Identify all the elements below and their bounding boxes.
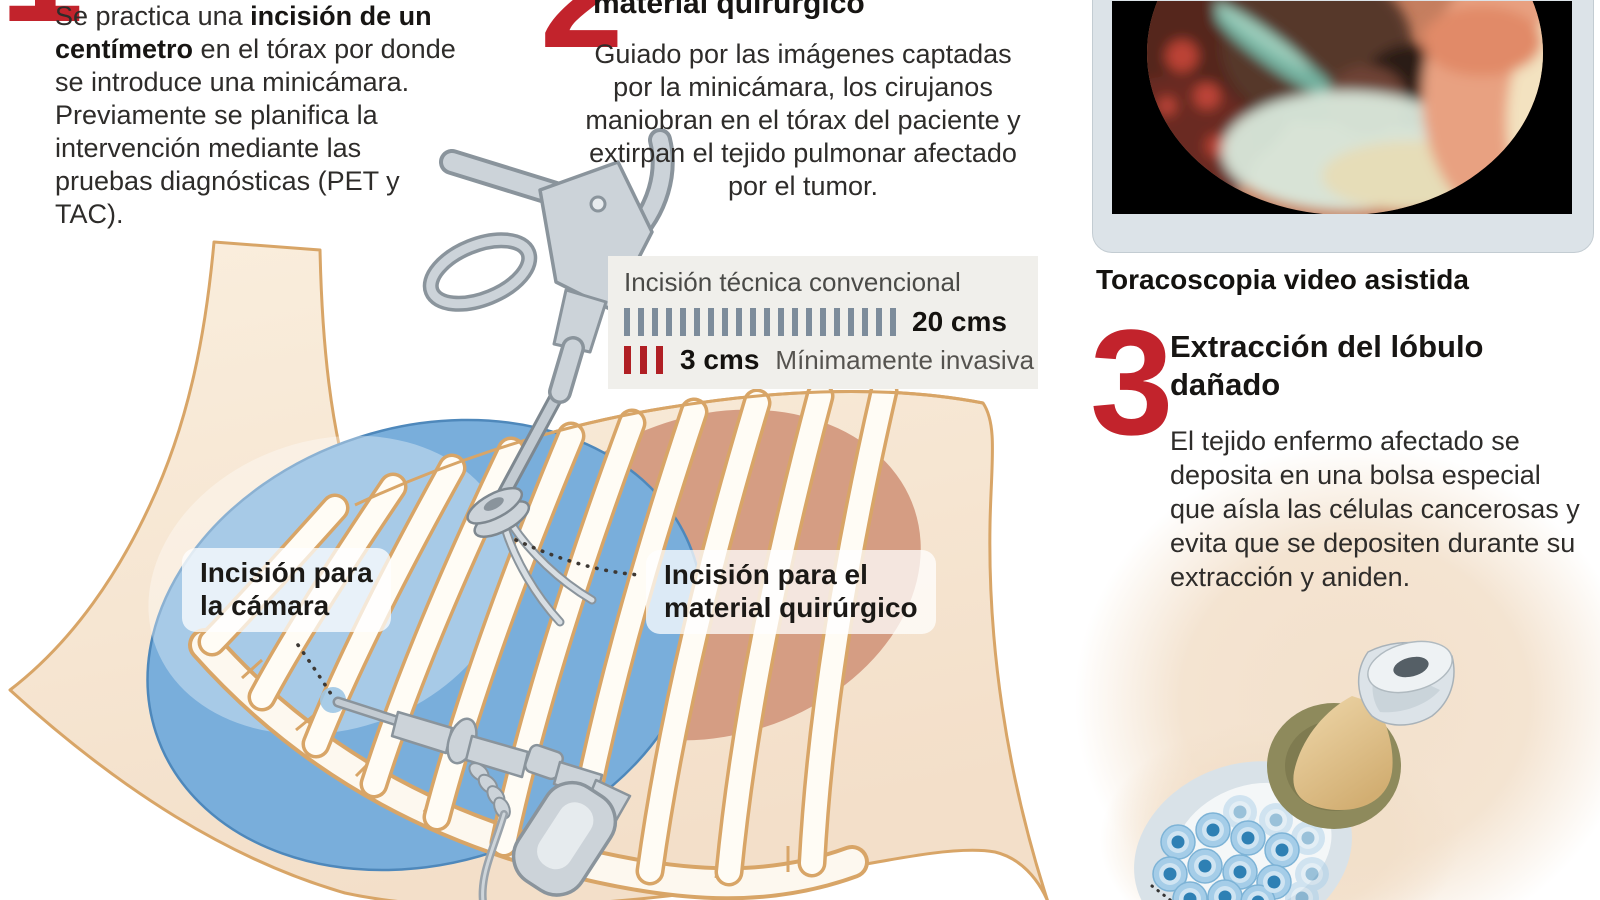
cancer-cells [1152, 812, 1300, 900]
conventional-length: 20 cms [912, 306, 1007, 337]
incision-tick [624, 346, 631, 374]
label-connectors [296, 538, 642, 696]
incision-comparison: Incisión técnica convencional 20 cms 3 c… [608, 256, 1038, 389]
conventional-ticks [624, 308, 904, 336]
incision-tick [820, 308, 826, 336]
incision-tick [890, 308, 896, 336]
incision-tick [848, 308, 854, 336]
minimal-row: 3 cms Mínimamente invasiva [624, 344, 1034, 376]
minimal-ticks [624, 346, 672, 374]
endoscopic-image [1112, 1, 1572, 214]
incision-tick [722, 308, 728, 336]
step2-body: Guiado por las imágenes captadas por la … [585, 39, 1021, 201]
minimal-caption: Mínimamente invasiva [775, 344, 1035, 375]
minimal-length: 3 cms [680, 344, 760, 375]
incision-tick [764, 308, 770, 336]
incision-tick [652, 308, 658, 336]
incision-tick [778, 308, 784, 336]
incision-tick [834, 308, 840, 336]
extraction-illustration [1075, 445, 1600, 900]
step2-title: material quirúrgico [593, 0, 865, 20]
step3-number: 3 [1090, 298, 1173, 466]
incision-tick [624, 308, 630, 336]
conventional-row: 20 cms [624, 306, 1022, 338]
incision-tick [680, 308, 686, 336]
incision-tick [876, 308, 882, 336]
video-monitor [1092, 0, 1594, 253]
trocar-port [466, 486, 531, 538]
step1-body-bold: incisión de un centímetro [55, 1, 432, 64]
step3-body: El tejido enfermo afectado se deposita e… [1170, 426, 1580, 592]
step1-body-pre: Se practica una [55, 1, 251, 31]
incision-tick [806, 308, 812, 336]
cancer-cells-back [1223, 795, 1329, 900]
incision-tick [640, 346, 647, 374]
incision-tick [694, 308, 700, 336]
incision-tick [666, 308, 672, 336]
incision-tick [656, 346, 663, 374]
incision-tick [708, 308, 714, 336]
monitor-caption: Toracoscopia video asistida [1096, 264, 1469, 295]
incision-tick [736, 308, 742, 336]
incision-tick [862, 308, 868, 336]
incision-comparison-title: Incisión técnica convencional [624, 267, 961, 297]
grasper-instrument [422, 128, 675, 627]
step1-body: Se practica una incisión de un centímetr… [55, 0, 463, 231]
extraction-port [1267, 640, 1455, 829]
chest-top-edge [354, 390, 984, 507]
camera-incision-label: Incisión para la cámara [182, 548, 391, 632]
incision-tick [750, 308, 756, 336]
instrument-incision-label: Incisión para el material quirúrgico [646, 550, 936, 634]
incision-tick [792, 308, 798, 336]
step1-body-post: en el tórax por donde se introduce una m… [55, 34, 456, 229]
endoscope-view [1112, 1, 1572, 214]
incision-tick [638, 308, 644, 336]
minicamera-instrument [320, 687, 632, 900]
step3-title: Extracción del lóbulo dañado [1170, 329, 1484, 402]
